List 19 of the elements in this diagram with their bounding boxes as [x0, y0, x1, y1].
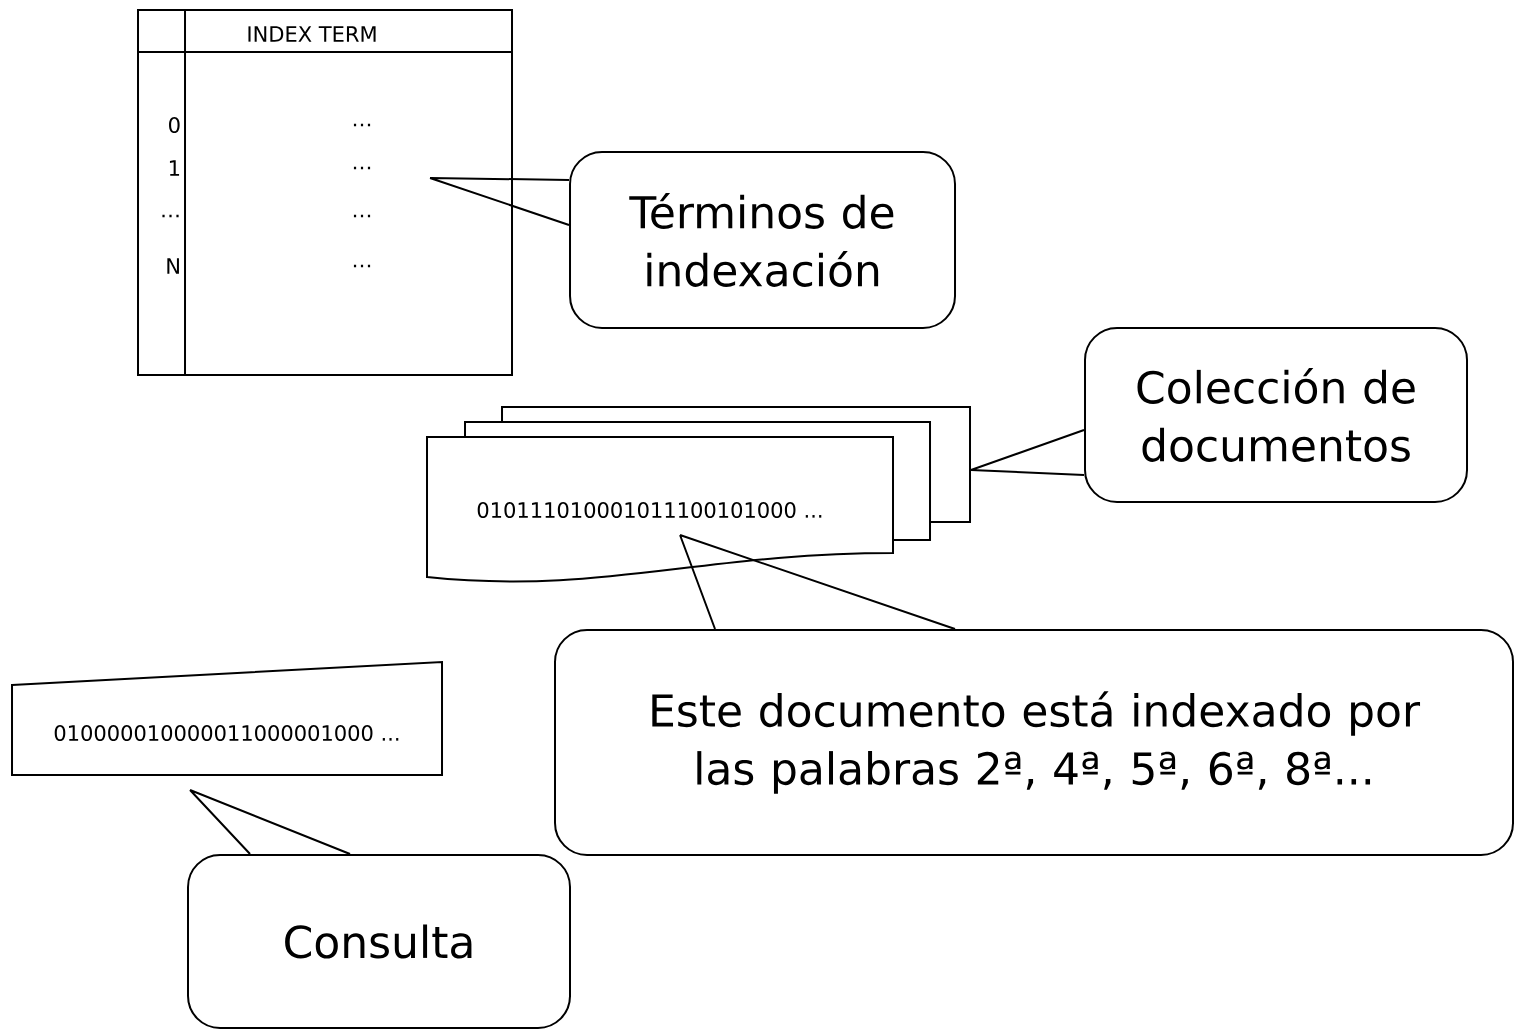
callout-box: Términos de indexación	[569, 151, 956, 329]
row-number: …	[162, 214, 179, 218]
cell-text: …	[353, 264, 371, 268]
row-number: 1	[169, 160, 180, 176]
cell-text: …	[353, 214, 371, 218]
cell-text: …	[353, 123, 371, 127]
callout-pointer	[679, 534, 956, 630]
callout-pointer	[429, 177, 570, 226]
callout-pointer	[189, 789, 351, 855]
callout-box: Consulta	[187, 854, 571, 1029]
row-number: 0	[169, 117, 180, 133]
callout-box: Colección de documentos	[1084, 327, 1468, 503]
document-stack: 010111010001011100101000 ...	[426, 406, 971, 583]
callout-box: Este documento está indexado por las palabras 2ª, 4ª, 5ª, 6ª, 8ª...	[554, 629, 1514, 856]
callout-pointer	[970, 429, 1085, 476]
query-card: 010000010000011000001000 ...	[11, 660, 443, 776]
column-header: INDEX TERM	[248, 26, 376, 42]
cell-text: …	[353, 166, 371, 170]
row-number: N	[167, 258, 179, 274]
